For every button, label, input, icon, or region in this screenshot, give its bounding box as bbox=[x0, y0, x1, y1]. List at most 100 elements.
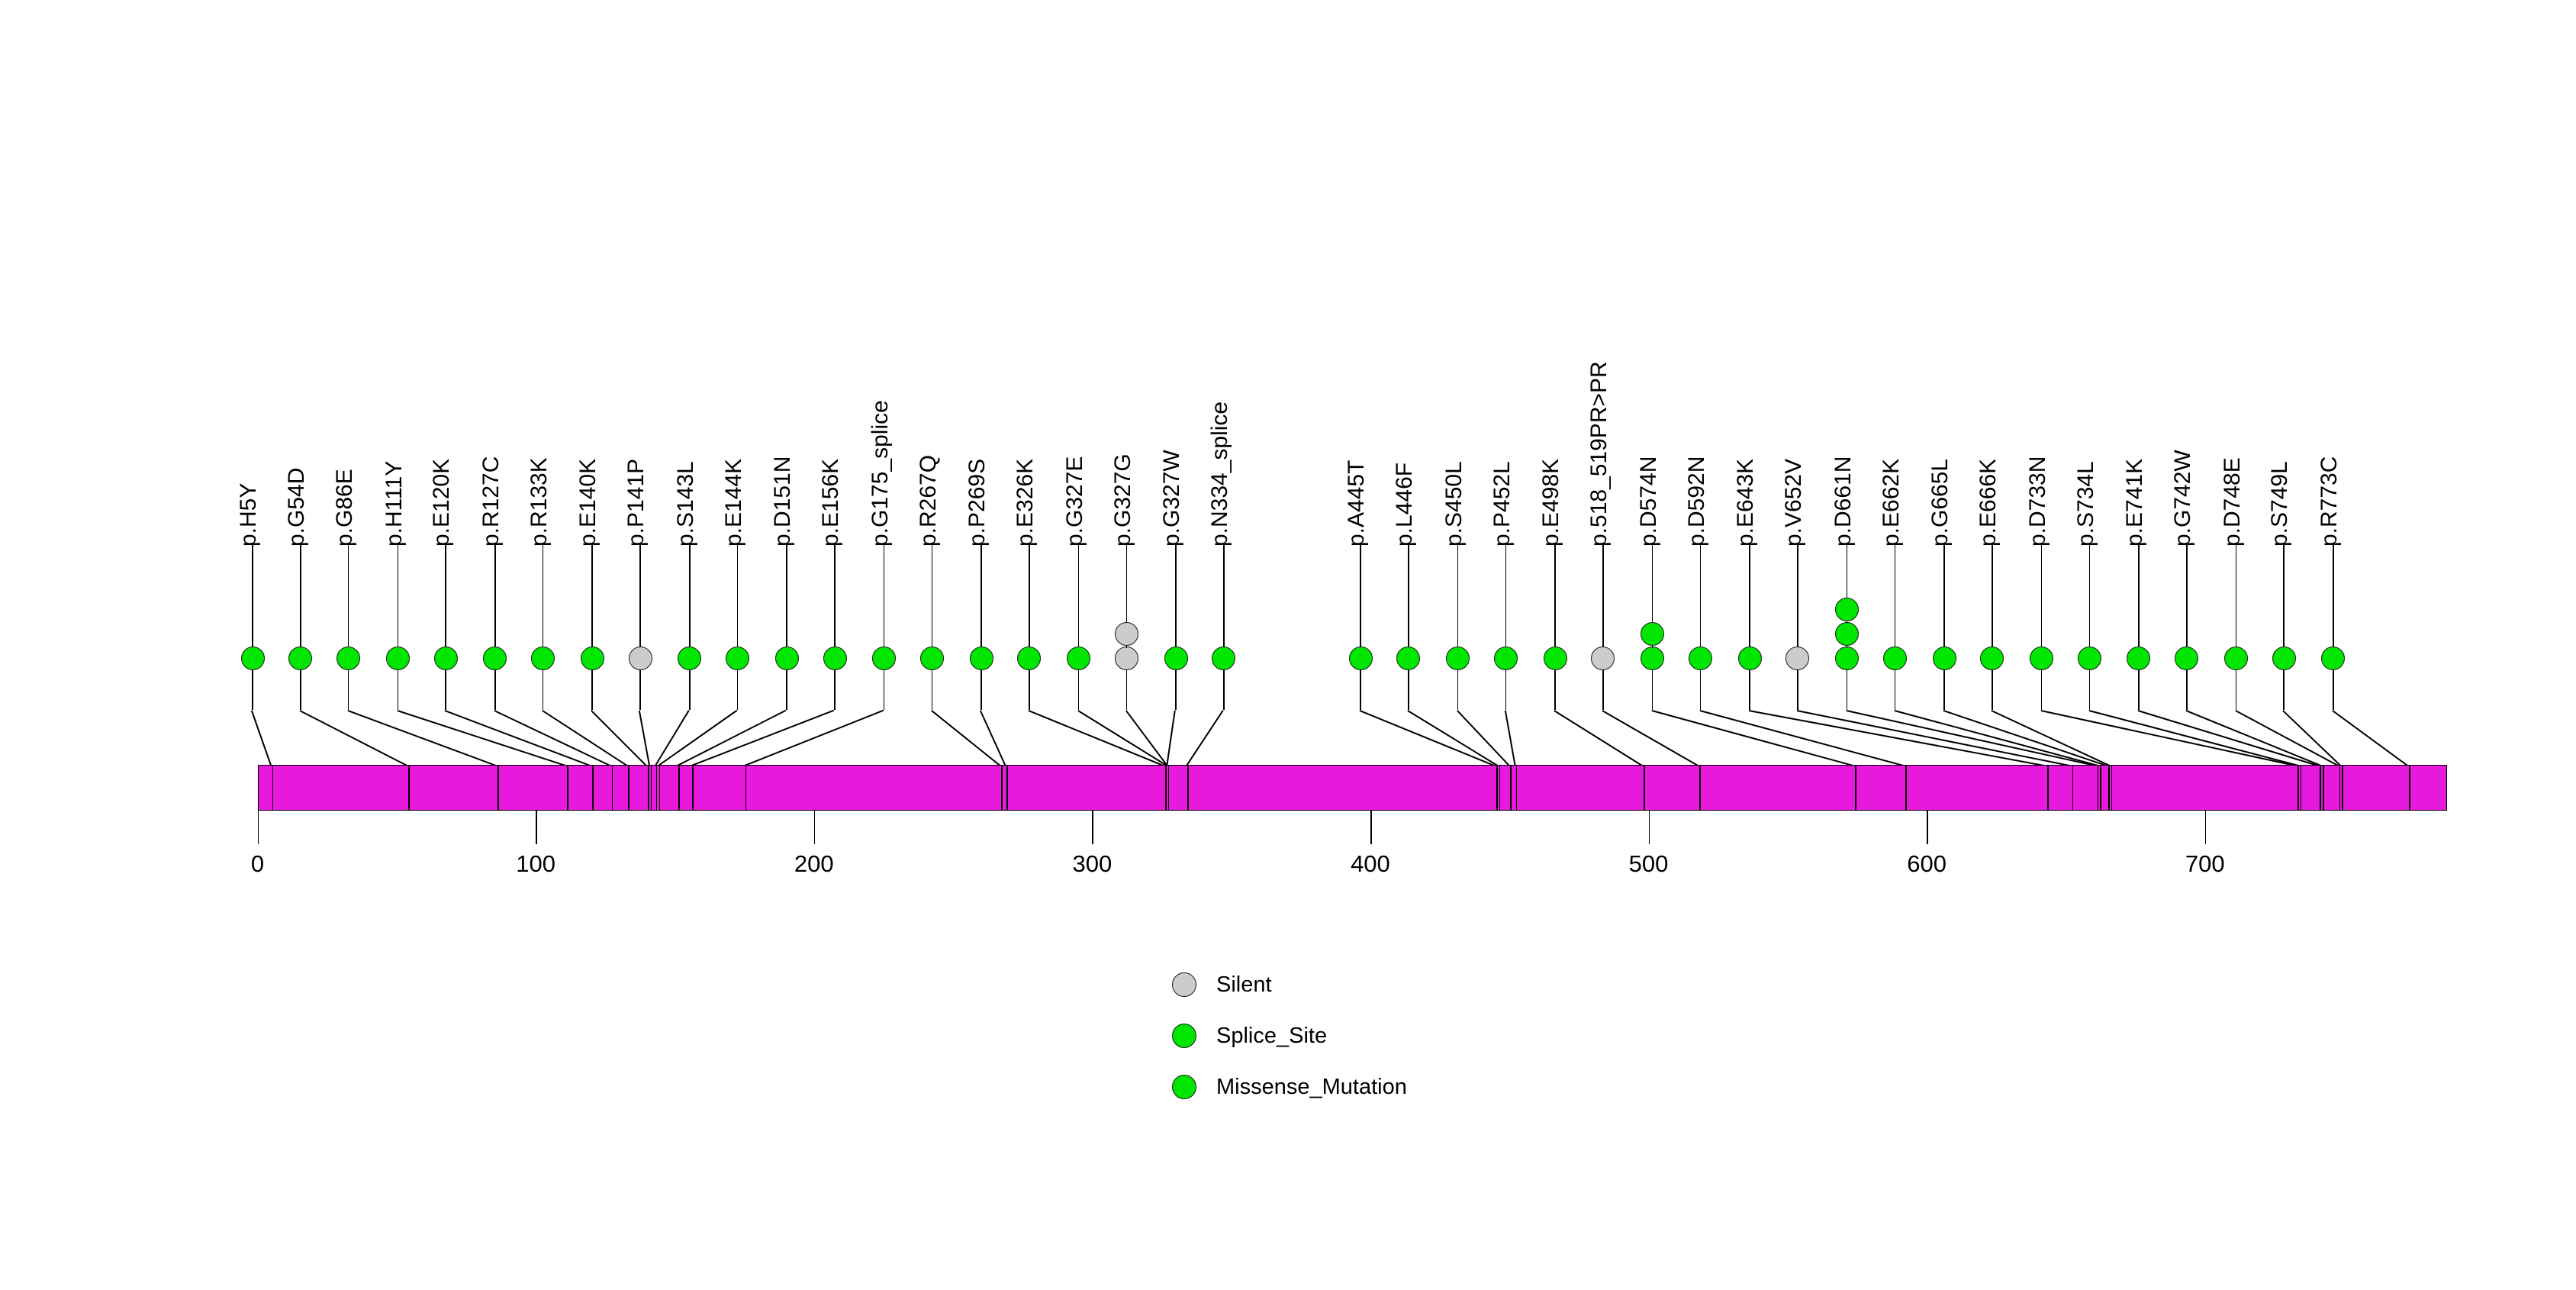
stack-connector bbox=[1846, 643, 1848, 648]
leader-diagonal bbox=[1504, 710, 1516, 766]
mutation-marker[interactable] bbox=[1688, 646, 1712, 670]
leader-vertical bbox=[1457, 669, 1459, 710]
leader-vertical bbox=[736, 669, 739, 710]
leader-vertical bbox=[1505, 669, 1507, 710]
mutation-marker[interactable] bbox=[288, 646, 313, 670]
mutation-marker[interactable] bbox=[2272, 646, 2296, 670]
leader-vertical bbox=[1894, 669, 1896, 710]
mutation-marker[interactable] bbox=[1212, 646, 1236, 670]
bar-position-mark bbox=[1006, 766, 1008, 810]
mutation-marker[interactable] bbox=[1980, 646, 2004, 670]
mutation-marker[interactable] bbox=[774, 646, 799, 670]
leader-vertical bbox=[2138, 669, 2140, 710]
mutation-marker[interactable] bbox=[1882, 646, 1907, 670]
mutation-marker[interactable] bbox=[1446, 646, 1470, 670]
leader-diagonal bbox=[251, 710, 272, 766]
mutation-marker[interactable] bbox=[433, 646, 458, 670]
leader-diagonal bbox=[980, 709, 1007, 766]
mutation-marker[interactable] bbox=[1114, 646, 1138, 670]
mutation-stem bbox=[688, 543, 691, 647]
mutation-marker[interactable] bbox=[2175, 646, 2199, 670]
leader-vertical bbox=[591, 669, 594, 710]
leader-diagonal bbox=[931, 709, 1001, 766]
mutation-marker[interactable] bbox=[1641, 646, 1665, 670]
mutation-marker[interactable] bbox=[628, 646, 652, 670]
mutation-label: p.G327G bbox=[1109, 453, 1135, 547]
axis-tick-label: 0 bbox=[250, 850, 265, 877]
mutation-marker[interactable] bbox=[2223, 646, 2248, 670]
mutation-label: p.G54D bbox=[284, 467, 310, 547]
mutation-marker[interactable] bbox=[240, 646, 265, 670]
mutation-marker[interactable] bbox=[1591, 646, 1615, 670]
mutation-stem bbox=[1602, 543, 1604, 647]
protein-domain-bar bbox=[257, 765, 2447, 811]
bar-position-mark bbox=[1855, 766, 1856, 810]
mutation-marker[interactable] bbox=[726, 646, 750, 670]
mutation-marker[interactable] bbox=[2321, 646, 2346, 670]
leader-vertical bbox=[1554, 669, 1556, 710]
mutation-marker[interactable] bbox=[1348, 646, 1373, 670]
leader-diagonal bbox=[2185, 709, 2323, 766]
mutation-stem bbox=[639, 543, 641, 647]
bar-position-mark bbox=[1187, 766, 1189, 810]
mutation-marker[interactable] bbox=[1737, 646, 1762, 670]
leader-vertical bbox=[252, 669, 253, 710]
mutation-marker[interactable] bbox=[1785, 646, 1810, 670]
bar-position-mark bbox=[1499, 766, 1501, 810]
axis-tick bbox=[536, 811, 537, 844]
bar-position-mark bbox=[678, 766, 680, 810]
legend-swatch[interactable] bbox=[1172, 972, 1196, 997]
mutation-stem bbox=[1505, 543, 1507, 647]
mutation-marker[interactable] bbox=[1641, 621, 1665, 646]
mutation-marker[interactable] bbox=[2077, 646, 2101, 670]
mutation-label: p.N334_splice bbox=[1207, 401, 1233, 547]
mutation-marker[interactable] bbox=[1164, 646, 1188, 670]
mutation-marker[interactable] bbox=[2029, 646, 2053, 670]
mutation-marker[interactable] bbox=[872, 646, 897, 670]
mutation-stem bbox=[1651, 543, 1653, 622]
mutation-marker[interactable] bbox=[1114, 621, 1138, 646]
mutation-marker[interactable] bbox=[483, 646, 507, 670]
mutation-label: p.518_519PR>PR bbox=[1586, 361, 1612, 547]
mutation-stem bbox=[2185, 543, 2188, 647]
leader-diagonal bbox=[677, 709, 787, 766]
bar-position-mark bbox=[2320, 766, 2321, 810]
mutation-marker[interactable] bbox=[580, 646, 604, 670]
mutation-stem bbox=[1223, 543, 1225, 647]
bar-position-mark bbox=[1510, 766, 1512, 810]
mutation-label: p.E498K bbox=[1538, 458, 1564, 547]
mutation-marker[interactable] bbox=[1835, 597, 1860, 621]
mutation-stem bbox=[1846, 543, 1848, 598]
leader-diagonal bbox=[1749, 709, 2047, 766]
mutation-marker[interactable] bbox=[969, 646, 993, 670]
mutation-stem bbox=[1175, 543, 1177, 647]
mutation-marker[interactable] bbox=[1067, 646, 1091, 670]
mutation-marker[interactable] bbox=[1017, 646, 1042, 670]
legend-swatch[interactable] bbox=[1172, 1075, 1196, 1099]
mutation-stem bbox=[300, 543, 301, 647]
mutation-label: p.D592N bbox=[1683, 456, 1709, 547]
mutation-marker[interactable] bbox=[1835, 646, 1860, 670]
mutation-label: p.A445T bbox=[1344, 460, 1370, 547]
mutation-marker[interactable] bbox=[1493, 646, 1518, 670]
mutation-marker[interactable] bbox=[1543, 646, 1567, 670]
mutation-marker[interactable] bbox=[336, 646, 361, 670]
legend-swatch[interactable] bbox=[1172, 1024, 1196, 1048]
axis-tick-label: 100 bbox=[516, 850, 555, 877]
mutation-marker[interactable] bbox=[1835, 621, 1860, 646]
mutation-marker[interactable] bbox=[678, 646, 702, 670]
mutation-marker[interactable] bbox=[531, 646, 555, 670]
leader-vertical bbox=[1699, 669, 1702, 710]
mutation-marker[interactable] bbox=[823, 646, 847, 670]
mutation-marker[interactable] bbox=[920, 646, 944, 670]
mutation-stem bbox=[834, 543, 836, 647]
leader-vertical bbox=[1749, 669, 1750, 710]
mutation-marker[interactable] bbox=[1396, 646, 1421, 670]
leader-diagonal bbox=[299, 709, 408, 766]
mutation-label: p.E666K bbox=[1975, 458, 2001, 547]
mutation-marker[interactable] bbox=[2127, 646, 2151, 670]
leader-vertical bbox=[834, 669, 836, 710]
mutation-marker[interactable] bbox=[385, 646, 410, 670]
mutation-marker[interactable] bbox=[1932, 646, 1956, 670]
